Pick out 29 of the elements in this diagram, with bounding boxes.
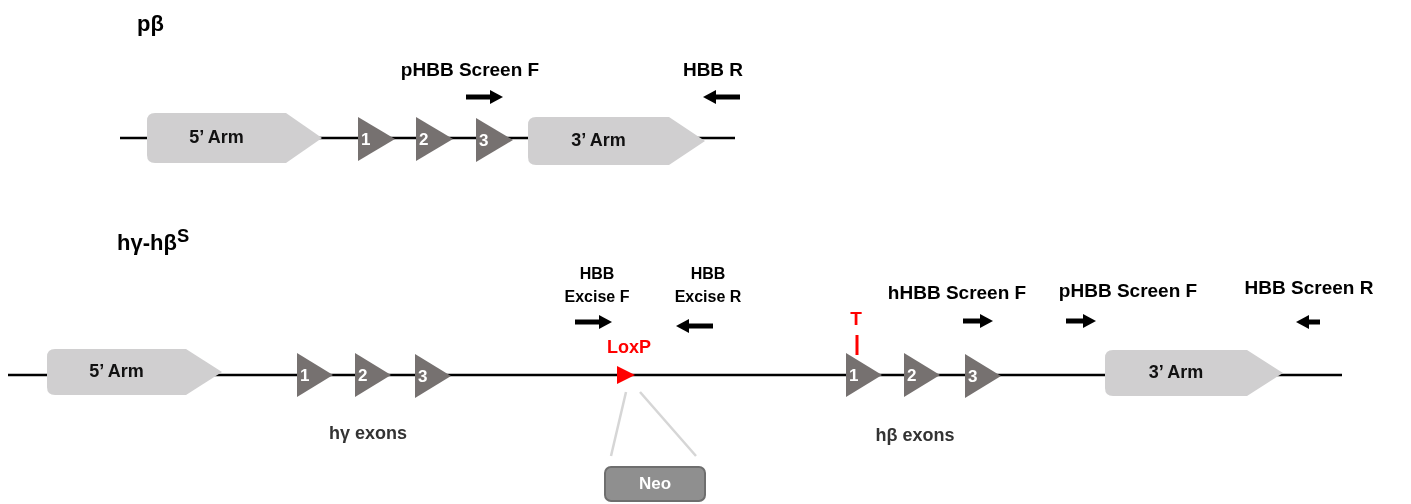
exon-triangle: 1 — [358, 117, 395, 161]
construct-title: hγ-hβ$^{S}$ — [117, 224, 190, 256]
exon-triangle: 3 — [965, 354, 1001, 398]
site-label: LoxP — [607, 336, 651, 359]
primer-label: hHBB Screen F — [886, 281, 1028, 305]
exon-triangle: 2 — [904, 353, 940, 397]
neo-cassette-box: Neo — [604, 466, 706, 502]
exon-triangle: 2 — [355, 353, 391, 397]
primer-label: pHBB Screen F — [399, 58, 541, 82]
construct-title: pβ — [137, 12, 164, 36]
exon-triangle: 3 — [415, 354, 451, 398]
exon-triangle: 1 — [297, 353, 333, 397]
homology-arm-block: 5’ Arm — [47, 349, 222, 395]
homology-arm-block: 3’ Arm — [1105, 350, 1283, 396]
exon-group-label: hγ exons — [328, 422, 408, 445]
primer-label: HBB R — [681, 58, 745, 82]
exon-triangle: 3 — [476, 118, 513, 162]
mutation-label: T — [849, 307, 863, 331]
expansion-line — [609, 390, 698, 458]
exon-group-label: hβ exons — [874, 424, 956, 447]
exon-triangle: 1 — [846, 353, 882, 397]
primer-label: pHBB Screen F — [1057, 279, 1199, 303]
primer-label: HBB Excise F — [563, 264, 631, 307]
primer-label: HBB Screen R — [1243, 276, 1375, 300]
homology-arm-block: 5’ Arm — [147, 113, 322, 163]
loxp-triangle — [617, 366, 635, 384]
homology-arm-block: 3’ Arm — [528, 117, 705, 165]
exon-triangle: 2 — [416, 117, 453, 161]
primer-label: HBB Excise R — [673, 264, 743, 307]
